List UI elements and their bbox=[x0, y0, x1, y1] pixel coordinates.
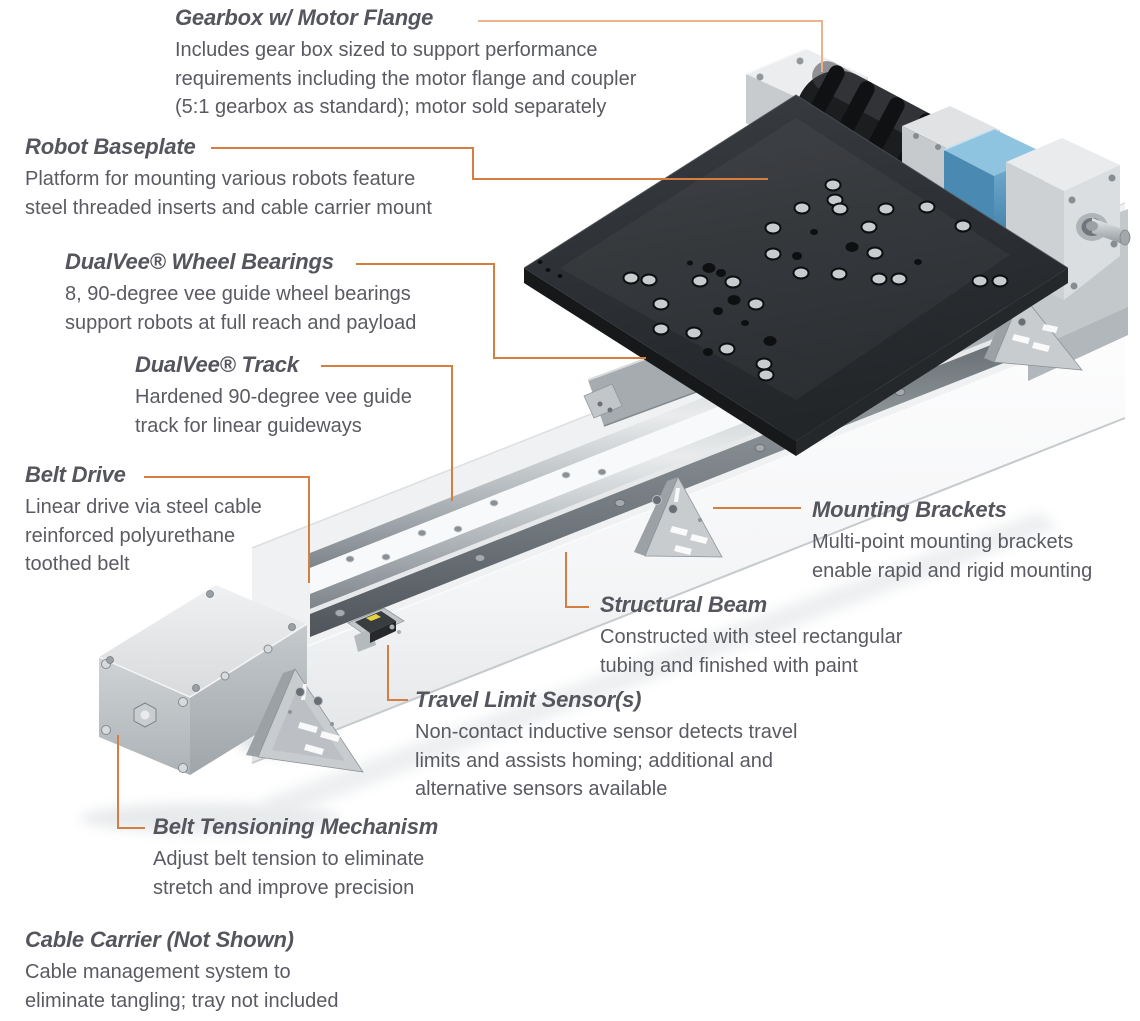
leader-belt-tensioning bbox=[117, 735, 145, 829]
callout-desc: Adjust belt tension to eliminate stretch… bbox=[153, 848, 425, 899]
belt-tensioner-graphic bbox=[98, 585, 308, 775]
callout-desc: Hardened 90-degree vee guide track for l… bbox=[135, 386, 412, 437]
baseplate-holes-black bbox=[537, 229, 922, 356]
leader-robot-baseplate bbox=[211, 147, 768, 180]
leader-lines bbox=[117, 20, 823, 829]
callout-cable-carrier: Cable Carrier (Not Shown) Cable manageme… bbox=[25, 928, 375, 1015]
housing-top-screws bbox=[106, 590, 296, 692]
callout-title: Cable Carrier (Not Shown) bbox=[25, 927, 294, 952]
mounting-bracket-left-graphic bbox=[246, 668, 364, 773]
travel-limit-sensor-graphic bbox=[347, 607, 405, 652]
callout-desc: Cable management system to eliminate tan… bbox=[25, 961, 339, 1012]
baseplate-holes-silver bbox=[622, 178, 1009, 382]
callout-desc: Linear drive via steel cable reinforced … bbox=[25, 496, 262, 575]
leader-gearbox bbox=[478, 20, 823, 72]
robot-baseplate-graphic bbox=[523, 94, 1069, 456]
leader-travel-limit bbox=[387, 645, 408, 701]
output-shaft-graphic bbox=[1076, 213, 1131, 246]
tension-bolt-graphic bbox=[133, 702, 157, 728]
callout-title: Gearbox w/ Motor Flange bbox=[175, 5, 434, 30]
callout-title: Belt Tensioning Mechanism bbox=[153, 814, 439, 839]
callout-gearbox: Gearbox w/ Motor Flange Includes gear bo… bbox=[175, 6, 680, 122]
leader-wheel-bearings bbox=[356, 263, 646, 359]
leader-track bbox=[321, 365, 453, 501]
callout-travel-limit-sensor: Travel Limit Sensor(s) Non-contact induc… bbox=[415, 688, 865, 804]
callout-belt-tensioning: Belt Tensioning Mechanism Adjust belt te… bbox=[153, 815, 493, 902]
leader-belt-drive bbox=[144, 476, 310, 583]
callout-track: DualVee® Track Hardened 90-degree vee gu… bbox=[135, 353, 435, 440]
callout-structural-beam: Structural Beam Constructed with steel r… bbox=[600, 593, 940, 680]
belt-cover-screws bbox=[334, 388, 906, 617]
callout-title: Structural Beam bbox=[600, 592, 767, 617]
callout-mounting-brackets: Mounting Brackets Multi-point mounting b… bbox=[812, 498, 1132, 585]
callout-desc: Includes gear box sized to support perfo… bbox=[175, 39, 637, 118]
callout-title: Mounting Brackets bbox=[812, 497, 1007, 522]
callout-title: Robot Baseplate bbox=[25, 134, 196, 159]
callout-desc: Multi-point mounting brackets enable rap… bbox=[812, 531, 1093, 582]
mounting-bracket-middle-graphic bbox=[634, 476, 723, 558]
callout-wheel-bearings: DualVee® Wheel Bearings 8, 90-degree vee… bbox=[65, 250, 465, 337]
callout-title: DualVee® Wheel Bearings bbox=[65, 249, 334, 274]
callout-desc: Constructed with steel rectangular tubin… bbox=[600, 626, 903, 677]
leader-structural-beam bbox=[565, 552, 589, 608]
callout-belt-drive: Belt Drive Linear drive via steel cable … bbox=[25, 463, 305, 579]
callout-desc: Non-contact inductive sensor detects tra… bbox=[415, 721, 798, 800]
rail-screws bbox=[345, 468, 607, 563]
callout-desc: Platform for mounting various robots fea… bbox=[25, 168, 432, 219]
callout-title: DualVee® Track bbox=[135, 352, 299, 377]
callout-title: Travel Limit Sensor(s) bbox=[415, 687, 642, 712]
callout-robot-baseplate: Robot Baseplate Platform for mounting va… bbox=[25, 135, 465, 222]
callout-desc: 8, 90-degree vee guide wheel bearings su… bbox=[65, 283, 417, 334]
callout-title: Belt Drive bbox=[25, 462, 126, 487]
